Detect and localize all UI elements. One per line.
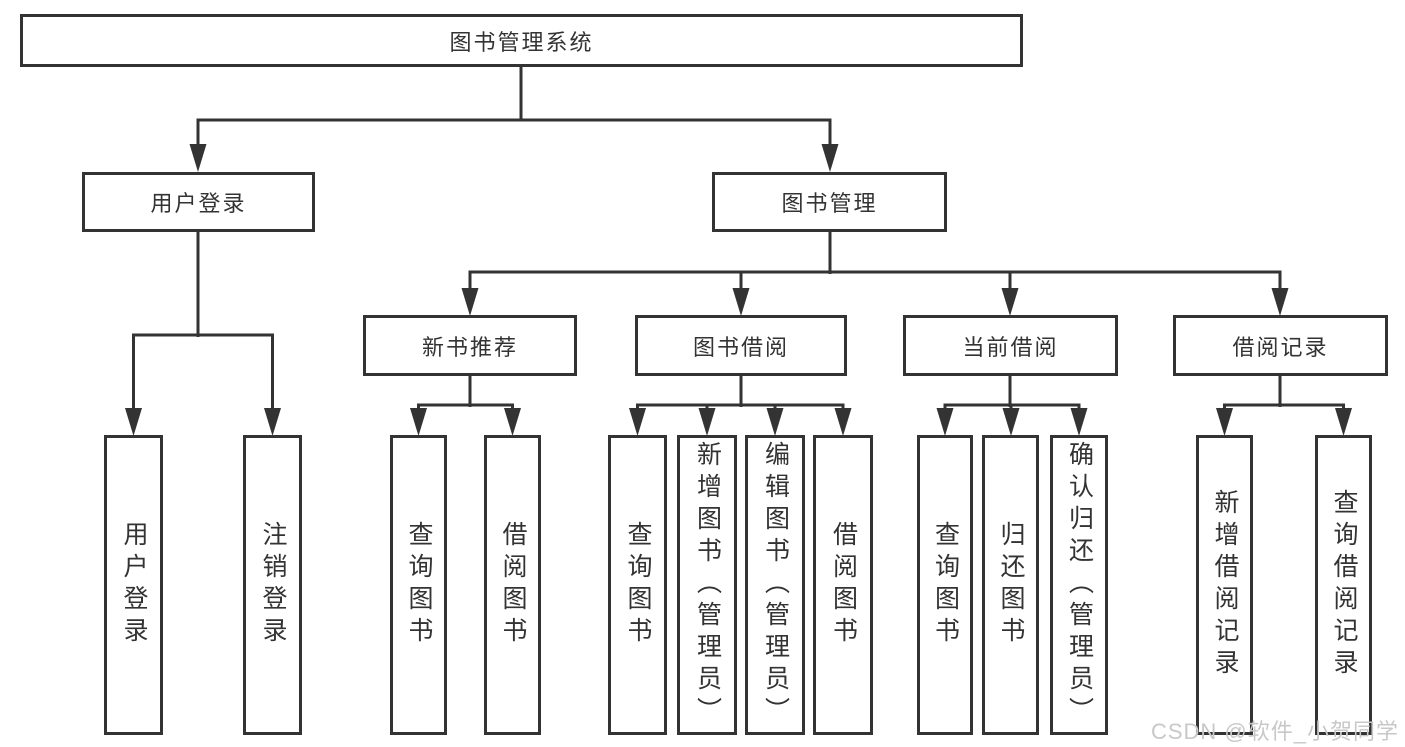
leaf-query-books-1-label: 查询图书 <box>405 521 433 649</box>
node-book-management-label: 图书管理 <box>781 191 878 216</box>
leaf-return-books: 归还图书 <box>982 435 1039 735</box>
node-book-management: 图书管理 <box>712 172 947 232</box>
leaf-borrow-books-1: 借阅图书 <box>484 435 541 735</box>
leaf-query-books-3-label: 查询图书 <box>931 521 960 649</box>
leaf-confirm-return-admin-label: 确认归还（管理员） <box>1065 441 1094 729</box>
connector-borrowing-records-to-leaves <box>1216 376 1352 436</box>
leaf-query-books-3: 查询图书 <box>917 435 973 735</box>
node-book-borrowing: 图书借阅 <box>635 315 847 376</box>
node-current-borrowing: 当前借阅 <box>903 315 1118 376</box>
leaf-logout: 注销登录 <box>243 435 302 735</box>
leaf-borrow-books-1-label: 借阅图书 <box>499 521 527 649</box>
leaf-return-books-label: 归还图书 <box>997 521 1025 649</box>
leaf-query-books-1: 查询图书 <box>390 435 447 735</box>
leaf-user-login-label: 用户登录 <box>120 521 148 649</box>
leaf-add-books-admin-label: 新增图书（管理员） <box>693 441 722 729</box>
leaf-borrow-books-2-label: 借阅图书 <box>829 521 858 649</box>
connector-new-book-recommend-to-leaves <box>410 376 521 436</box>
leaf-query-books-2: 查询图书 <box>608 435 667 735</box>
leaf-query-borrow-record: 查询借阅记录 <box>1315 435 1372 735</box>
connector-user-login-to-leaves <box>125 232 281 436</box>
node-borrowing-records-label: 借阅记录 <box>1232 334 1329 360</box>
connector-current-borrowing-to-leaves <box>936 376 1088 436</box>
leaf-add-borrow-record: 新增借阅记录 <box>1196 435 1253 735</box>
leaf-user-login: 用户登录 <box>104 435 163 735</box>
node-new-book-recommend-label: 新书推荐 <box>421 334 518 360</box>
connector-book-management-to-level3 <box>461 232 1289 316</box>
connector-root-to-level2 <box>189 67 839 172</box>
leaf-logout-label: 注销登录 <box>259 521 287 649</box>
node-user-login: 用户登录 <box>82 172 315 232</box>
leaf-query-borrow-record-label: 查询借阅记录 <box>1330 489 1358 681</box>
leaf-confirm-return-admin: 确认归还（管理员） <box>1050 435 1108 735</box>
node-current-borrowing-label: 当前借阅 <box>962 334 1059 360</box>
leaf-borrow-books-2: 借阅图书 <box>813 435 873 735</box>
csdn-watermark: CSDN @软件_小贺同学 <box>1150 719 1399 744</box>
node-borrowing-records: 借阅记录 <box>1173 315 1388 376</box>
node-book-borrowing-label: 图书借阅 <box>692 334 789 360</box>
node-user-login-label: 用户登录 <box>150 191 247 216</box>
leaf-add-books-admin: 新增图书（管理员） <box>677 435 737 735</box>
leaf-edit-books-admin: 编辑图书（管理员） <box>745 435 805 735</box>
node-book-mgmt-system: 图书管理系统 <box>20 14 1023 67</box>
connector-book-borrowing-to-leaves <box>629 376 852 436</box>
node-book-mgmt-system-label: 图书管理系统 <box>449 29 594 55</box>
leaf-query-books-2-label: 查询图书 <box>624 521 652 649</box>
node-new-book-recommend: 新书推荐 <box>363 315 577 376</box>
leaf-edit-books-admin-label: 编辑图书（管理员） <box>761 441 790 729</box>
leaf-add-borrow-record-label: 新增借阅记录 <box>1211 489 1239 681</box>
